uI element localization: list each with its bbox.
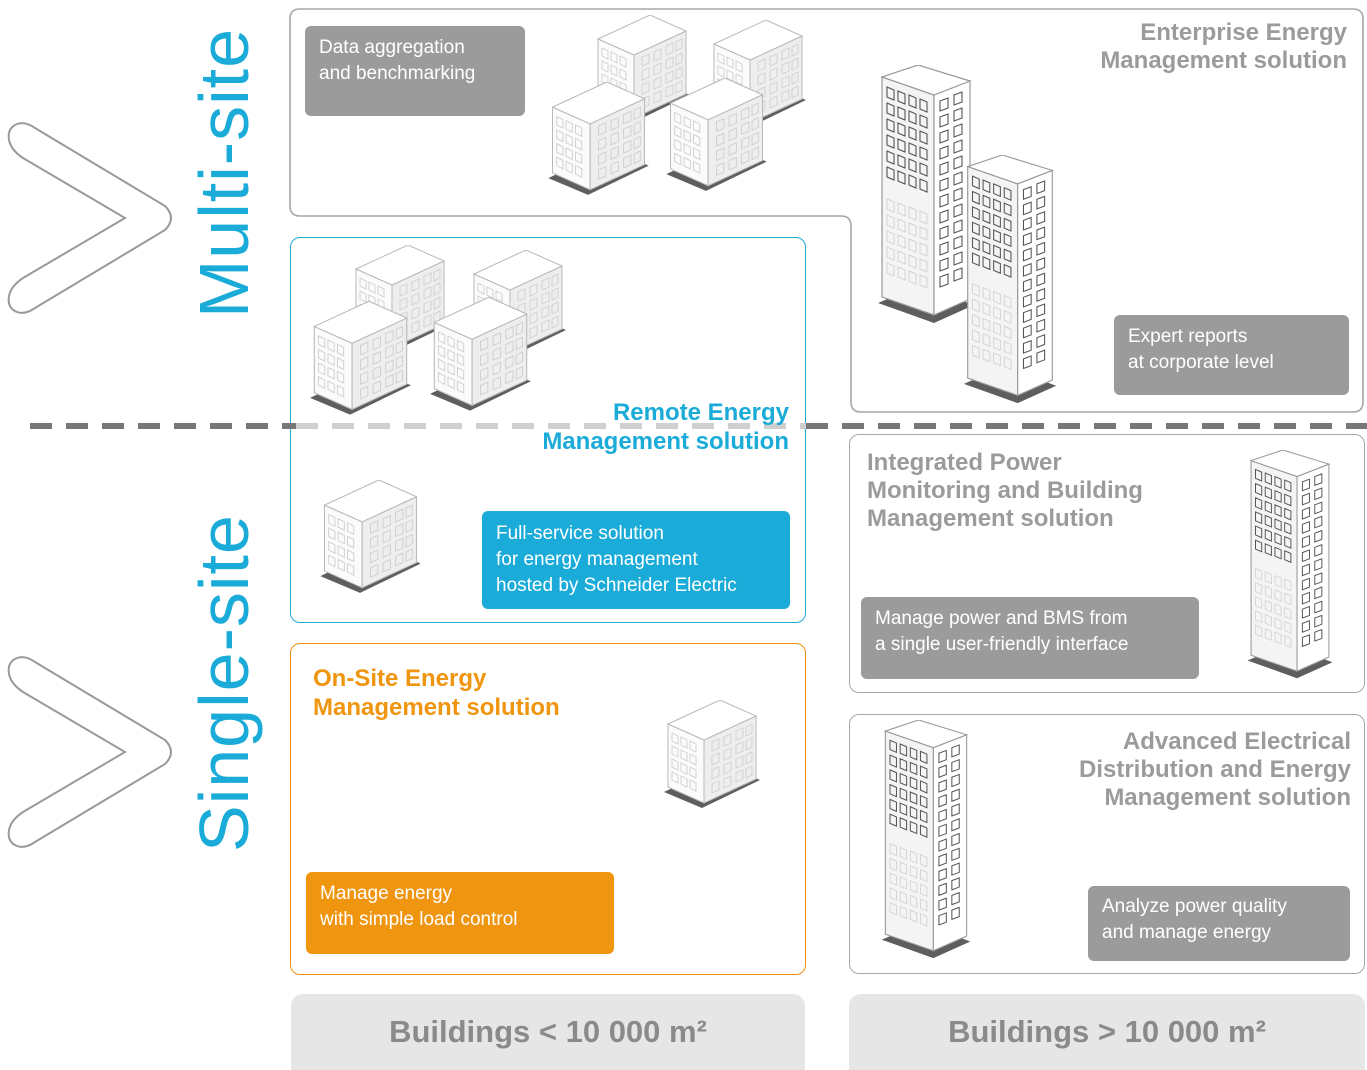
integrated-solution-title: Integrated Power Monitoring and Building… bbox=[867, 449, 1143, 532]
remote-solution-title: Remote Energy Management solution bbox=[542, 399, 789, 455]
skyscraper-icon bbox=[1240, 450, 1340, 680]
advanced-solution-title: Advanced Electrical Distribution and Ene… bbox=[1078, 728, 1351, 811]
office-building-icon bbox=[318, 480, 423, 595]
skyscraper-icon bbox=[958, 155, 1062, 405]
office-building-icon bbox=[664, 78, 769, 193]
multi-site-label: Multi-site bbox=[185, 27, 263, 318]
small-buildings-label: Buildings < 10 000 m² bbox=[291, 994, 805, 1070]
office-building-icon bbox=[428, 296, 533, 414]
office-building-icon bbox=[662, 700, 762, 810]
full-service-tag: Full-service solution for energy managem… bbox=[482, 511, 790, 609]
large-buildings-label: Buildings > 10 000 m² bbox=[849, 994, 1365, 1070]
data-aggregation-tag: Data aggregation and benchmarking bbox=[305, 26, 525, 116]
chevron-right-icon bbox=[7, 656, 172, 848]
expert-reports-tag: Expert reports at corporate level bbox=[1114, 315, 1349, 395]
single-site-label: Single-site bbox=[185, 514, 263, 852]
skyscraper-icon bbox=[876, 720, 976, 960]
office-building-icon bbox=[546, 82, 651, 197]
enterprise-solution-title: Enterprise Energy Management solution bbox=[1100, 19, 1347, 74]
load-control-tag: Manage energy with simple load control bbox=[306, 872, 614, 954]
onsite-solution-title: On-Site Energy Management solution bbox=[313, 665, 560, 721]
chevron-right-icon bbox=[7, 122, 172, 314]
power-quality-tag: Analyze power quality and manage energy bbox=[1088, 886, 1350, 961]
office-building-icon bbox=[308, 300, 413, 418]
manage-power-bms-tag: Manage power and BMS from a single user-… bbox=[861, 597, 1199, 679]
site-divider-dashed-line bbox=[30, 423, 1367, 429]
